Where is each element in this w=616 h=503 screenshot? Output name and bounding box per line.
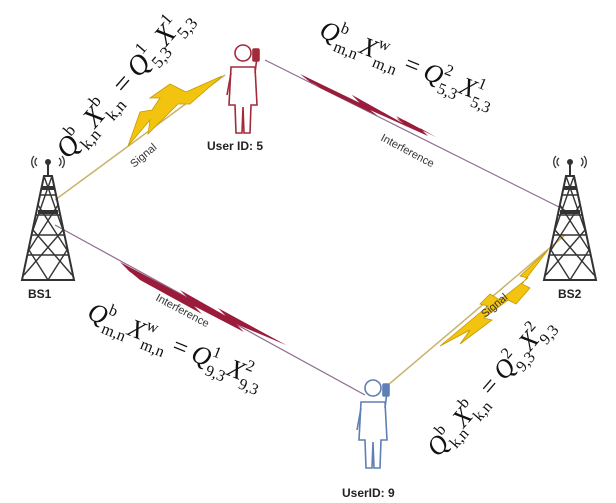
equation-top-right: Qbm,nXwm,n=Q25,3X15,3 [314,13,501,117]
user-9-label: UserID: 9 [342,486,395,500]
base-station-tower-icon [544,156,596,280]
svg-text:Qbk,nXbk,n=Q29,3X29,3: Qbk,nXbk,n=Q29,3X29,3 [419,309,562,466]
base-station-tower-icon [22,156,74,280]
equation-bottom-right: Qbk,nXbk,n=Q29,3X29,3 [419,309,562,466]
interference-label-top: Interference [379,132,436,170]
bs2-label: BS2 [558,287,582,301]
equation-top-left: Qbk,nXbk,n=Q15,3X15,3 [47,0,202,169]
user-5-label: User ID: 5 [207,139,263,153]
mobile-user-icon [227,45,259,133]
signal-label-bottom: Signal [479,291,510,320]
svg-text:Qbk,nXbk,n=Q15,3X15,3: Qbk,nXbk,n=Q15,3X15,3 [47,0,202,169]
svg-text:Qbm,nXwm,n=Q25,3X15,3: Qbm,nXwm,n=Q25,3X15,3 [314,13,501,117]
signal-link-bs2-user9 [388,235,565,385]
bs1-label: BS1 [28,287,52,301]
interference-link-user5-bs2 [265,60,565,210]
signal-label-top: Signal [128,141,159,170]
